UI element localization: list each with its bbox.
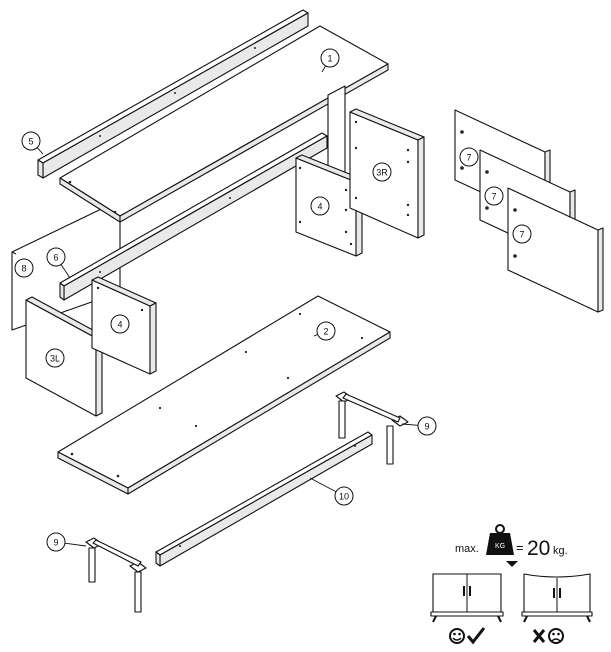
part-callout-p4b: 4 [110, 314, 130, 334]
callout-circle [110, 314, 130, 334]
part-number-label: 7 [491, 192, 496, 202]
part-callout-p2: 2 [313, 321, 336, 341]
callout-circle [14, 258, 34, 278]
part-callout-p8: 8 [14, 258, 34, 278]
weight-icon: KG [486, 524, 514, 555]
part-callout-p3L: 3L [45, 348, 65, 368]
weight-symbol: KG [495, 543, 505, 550]
callout-leader-line [64, 542, 87, 547]
cabinet-correct-icon [430, 573, 504, 623]
part-number-label: 3L [50, 354, 60, 364]
part-callout-p7a: 7 [459, 147, 479, 167]
load-equals: = [516, 540, 524, 555]
cross-mark-icon [532, 629, 546, 643]
part-callout-p3R: 3R [372, 162, 392, 182]
part-number-label: 6 [53, 253, 58, 263]
leg-frame-9-left [85, 537, 147, 613]
callout-circle [334, 486, 354, 506]
part-number-label: 5 [28, 137, 33, 147]
part-number-label: 2 [323, 327, 328, 337]
cabinet-incorrect-icon [521, 573, 593, 623]
front-rail-6 [59, 132, 328, 301]
callout-circle [46, 532, 66, 552]
part-callout-p9a: 9 [401, 416, 437, 436]
back-rail-5 [37, 9, 309, 179]
part-callout-p9b: 9 [46, 532, 87, 552]
callout-circle [417, 416, 437, 436]
check-mark-icon [466, 627, 486, 645]
callout-circle [45, 348, 65, 368]
callout-leader-line [321, 65, 326, 73]
callout-circle [21, 131, 41, 151]
part-number-label: 7 [466, 153, 471, 163]
callout-circle [316, 321, 336, 341]
part-number-label: 10 [339, 492, 349, 502]
bottom-rail-10 [155, 431, 373, 567]
callout-circle [372, 162, 392, 182]
callout-leader-line [309, 477, 337, 493]
callout-circle [320, 48, 340, 68]
load-note: max. KG = 20 kg. [455, 524, 568, 567]
callout-leader-line [313, 334, 318, 337]
callout-circle [512, 224, 532, 244]
down-arrow-icon [506, 561, 518, 567]
part-number-label: 7 [519, 230, 524, 240]
part-number-label: 4 [117, 320, 122, 330]
callout-leader-line [36, 147, 44, 155]
callout-circle [46, 247, 66, 267]
part-number-label: 8 [21, 264, 26, 274]
part-callout-p4a: 4 [310, 196, 330, 216]
callout-leader-line [60, 264, 71, 279]
load-value: 20 [527, 537, 550, 560]
part-number-label: 3R [376, 168, 388, 178]
door-7-front [507, 187, 604, 313]
part-callout-p7c: 7 [512, 224, 532, 244]
callout-circle [459, 147, 479, 167]
part-number-label: 9 [424, 422, 429, 432]
callout-circle [484, 186, 504, 206]
part-callout-p5: 5 [21, 131, 44, 155]
leg-frame-9-right [335, 391, 409, 465]
happy-face-icon [449, 628, 465, 644]
part-callout-p7b: 7 [484, 186, 504, 206]
part-callout-p6: 6 [46, 247, 71, 279]
part-number-label: 1 [327, 54, 332, 64]
top-shelf-1 [59, 25, 389, 223]
load-prefix: max. [455, 543, 479, 555]
part-callout-p1: 1 [320, 48, 340, 73]
part-number-label: 9 [53, 538, 58, 548]
part-callout-p10: 10 [309, 477, 354, 506]
bottom-board-2 [57, 295, 391, 495]
sad-face-icon [548, 628, 564, 644]
callout-circle [310, 196, 330, 216]
part-number-label: 4 [317, 202, 322, 212]
load-unit: kg. [553, 545, 568, 557]
callout-leader-line [401, 423, 419, 426]
